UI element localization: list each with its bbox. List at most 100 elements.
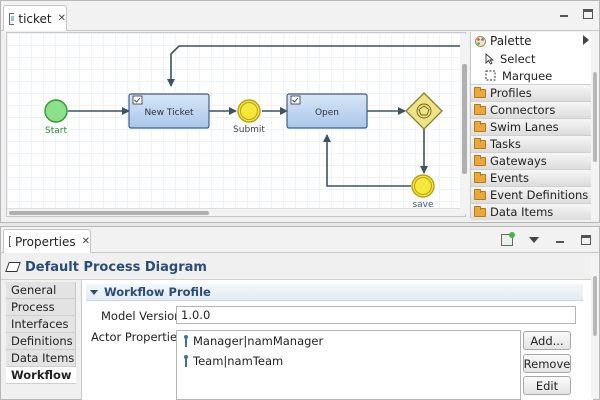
properties-title: Default Process Diagram	[5, 256, 207, 278]
properties-scrollbar[interactable]	[591, 256, 599, 398]
properties-content: Workflow Profile Model Version Actor Pro…	[81, 280, 593, 400]
properties-tab-data-items[interactable]: Data Items	[6, 350, 76, 367]
properties-tab-definitions[interactable]: Definitions	[6, 333, 76, 350]
palette-drawer-profiles[interactable]: Profiles	[471, 84, 591, 101]
drawer-label: Gateways	[490, 154, 547, 168]
model-version-label: Model Version	[101, 309, 182, 323]
diagram-editor: ticket ✕	[0, 0, 600, 223]
model-version-input[interactable]	[176, 306, 576, 324]
scrollbar-thumb[interactable]	[593, 276, 597, 336]
task-open-label: Open	[315, 108, 339, 118]
start-event[interactable]	[44, 99, 68, 123]
drawer-label: Swim Lanes	[490, 120, 559, 134]
minimize-icon[interactable]	[559, 9, 569, 19]
palette-tool-label: Marquee	[502, 68, 553, 83]
process-diagram: Start New Ticket Submit Open	[44, 45, 466, 210]
properties-tab-bar: Properties ✕	[1, 227, 599, 253]
task-new-ticket[interactable]	[128, 93, 210, 129]
palette-drawer-swim-lanes[interactable]: Swim Lanes	[471, 118, 591, 135]
task-new-ticket-label: New Ticket	[144, 108, 194, 118]
save-event[interactable]	[411, 174, 435, 198]
section-title: Workflow Profile	[104, 285, 211, 299]
drawer-label: Connectors	[490, 103, 556, 117]
scrollbar-thumb[interactable]	[462, 64, 467, 174]
palette-header[interactable]: Palette	[471, 32, 591, 50]
scrollbar-thumb[interactable]	[9, 211, 209, 215]
editor-tab-ticket[interactable]: ticket ✕	[3, 5, 67, 31]
palette-collapse-icon[interactable]	[583, 35, 589, 45]
diagram-canvas[interactable]: Start New Ticket Submit Open	[6, 32, 466, 217]
palette-tool-label: Select	[500, 51, 536, 66]
sequence-flow-save-to-open[interactable]	[323, 134, 411, 187]
properties-view: Properties ✕ Default Process Diagram Gen…	[0, 226, 600, 400]
palette-drawer-connectors[interactable]: Connectors	[471, 101, 591, 118]
actor-properties-label: Actor Properties	[91, 330, 184, 344]
folder-icon	[474, 205, 486, 217]
palette: Palette Select Marquee Profiles Connecto…	[470, 32, 591, 220]
palette-title: Palette	[490, 34, 532, 48]
save-event-label: save	[412, 200, 434, 210]
remove-button[interactable]: Remove	[523, 354, 571, 373]
submit-event[interactable]	[237, 99, 261, 123]
marquee-icon	[485, 70, 496, 81]
editor-tab-bar: ticket ✕	[1, 1, 599, 31]
palette-scrollbar[interactable]	[591, 32, 599, 218]
edit-button[interactable]: Edit	[523, 376, 571, 395]
folder-icon	[474, 86, 486, 98]
chevron-down-icon[interactable]	[90, 289, 98, 295]
drawer-label: Data Items	[490, 205, 554, 219]
properties-tab-process[interactable]: Process	[6, 299, 76, 316]
palette-drawer-tasks[interactable]: Tasks	[471, 135, 591, 152]
drawer-label: Tasks	[490, 137, 521, 151]
palette-drawer-event-definitions[interactable]: Event Definitions	[471, 186, 591, 203]
arrow-cursor-icon	[485, 52, 494, 65]
maximize-icon[interactable]	[583, 9, 593, 19]
user-task-icon	[132, 95, 143, 105]
folder-icon	[474, 171, 486, 183]
drawer-label: Events	[490, 171, 529, 185]
palette-icon	[475, 35, 486, 47]
palette-drawer-events[interactable]: Events	[471, 169, 591, 186]
pin-view-icon[interactable]	[501, 232, 515, 246]
file-icon	[9, 12, 15, 25]
task-open[interactable]	[286, 93, 368, 129]
palette-tool-marquee[interactable]: Marquee	[471, 67, 591, 84]
submit-event-label: Submit	[233, 125, 265, 135]
minimize-icon[interactable]	[555, 235, 565, 245]
properties-tab-general[interactable]: General	[6, 282, 76, 299]
drawer-label: Event Definitions	[490, 188, 589, 202]
editor-tab-label: ticket	[18, 11, 52, 26]
properties-icon	[9, 236, 11, 247]
properties-title-text: Default Process Diagram	[25, 259, 207, 275]
horizontal-scrollbar[interactable]	[7, 208, 465, 216]
drawer-label: Profiles	[490, 86, 532, 100]
palette-tool-select[interactable]: Select	[471, 50, 591, 67]
actor-properties-list[interactable]: Manager|namManager Team|namTeam	[176, 330, 521, 400]
properties-tab-workflow[interactable]: Workflow	[6, 367, 76, 384]
properties-sidebar: General Process Interfaces Definitions D…	[6, 282, 76, 400]
scrollbar-thumb[interactable]	[593, 72, 597, 162]
properties-tab[interactable]: Properties ✕	[3, 229, 91, 253]
properties-tab-label: Properties	[14, 234, 76, 249]
list-item[interactable]: Manager|namManager	[177, 331, 520, 351]
palette-drawer-gateways[interactable]: Gateways	[471, 152, 591, 169]
folder-icon	[474, 188, 486, 200]
sequence-flow-loop-to-newticket[interactable]	[167, 45, 466, 87]
section-workflow-profile[interactable]: Workflow Profile	[86, 284, 583, 301]
canvas-vertical-scrollbar[interactable]	[460, 34, 469, 214]
folder-icon	[474, 120, 486, 132]
event-based-gateway[interactable]	[405, 92, 443, 130]
add-button[interactable]: Add...	[523, 331, 571, 350]
actor-icon	[183, 335, 189, 347]
palette-drawer-data-items[interactable]: Data Items	[471, 203, 591, 220]
list-item[interactable]: Team|namTeam	[177, 351, 520, 371]
view-menu-icon[interactable]	[529, 237, 539, 243]
actor-label: Manager|namManager	[193, 334, 324, 348]
close-icon[interactable]: ✕	[57, 13, 66, 24]
folder-icon	[474, 103, 486, 115]
maximize-icon[interactable]	[581, 235, 591, 245]
properties-tab-interfaces[interactable]: Interfaces	[6, 316, 76, 333]
actor-label: Team|namTeam	[193, 354, 284, 368]
diagram-icon	[5, 262, 21, 272]
close-icon[interactable]: ✕	[81, 236, 90, 247]
